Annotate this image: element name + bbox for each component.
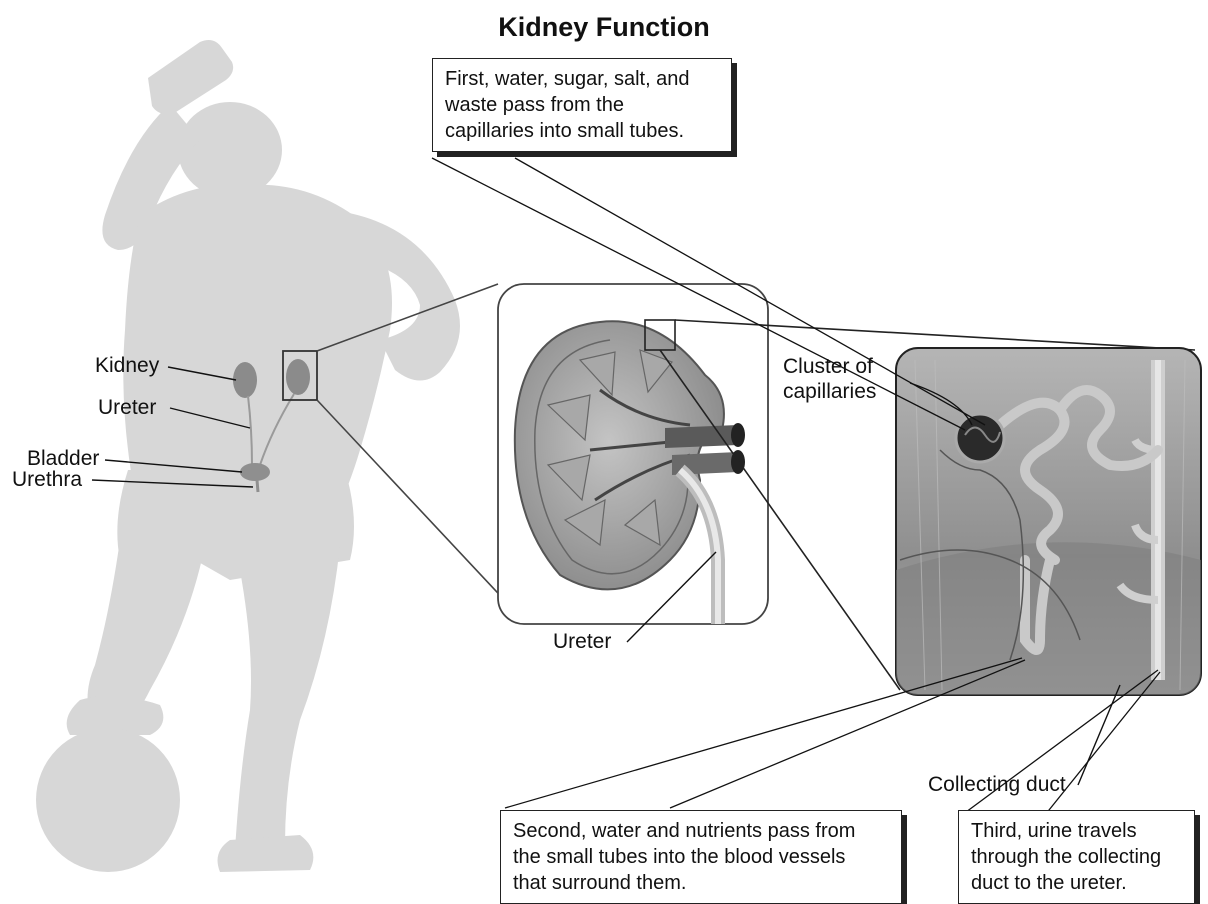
callout-third-line: through the collecting <box>971 844 1182 870</box>
callout-first-line: First, water, sugar, salt, and <box>445 66 719 92</box>
soccer-ball-icon <box>36 728 180 872</box>
callout-third-line: duct to the ureter. <box>971 870 1182 896</box>
label-kidney: Kidney <box>95 354 159 378</box>
label-urethra: Urethra <box>12 468 82 492</box>
callout-second-line: the small tubes into the blood vessels <box>513 844 889 870</box>
person-drinking-silhouette <box>36 40 460 872</box>
kidney-cross-section <box>498 284 768 630</box>
callout-first: First, water, sugar, salt, and waste pas… <box>432 58 732 152</box>
kidney-left-icon <box>233 362 257 398</box>
callout-second-line: that surround them. <box>513 870 889 896</box>
callout-second: Second, water and nutrients pass from th… <box>500 810 902 904</box>
bladder-icon <box>240 463 270 481</box>
label-collecting-duct: Collecting duct <box>928 773 1066 797</box>
callout-third-line: Third, urine travels <box>971 818 1182 844</box>
label-kidney-ureter: Ureter <box>553 630 611 654</box>
callout-second-line: Second, water and nutrients pass from <box>513 818 889 844</box>
kidney-right-icon <box>286 359 310 395</box>
label-ureter: Ureter <box>98 396 156 420</box>
callout-first-line: waste pass from the <box>445 92 719 118</box>
callout-third: Third, urine travels through the collect… <box>958 810 1195 904</box>
diagram-title: Kidney Function <box>0 12 1208 43</box>
label-capillaries-line1: Cluster of <box>783 355 873 379</box>
label-capillaries-line2: capillaries <box>783 380 876 404</box>
callout-first-line: capillaries into small tubes. <box>445 118 719 144</box>
